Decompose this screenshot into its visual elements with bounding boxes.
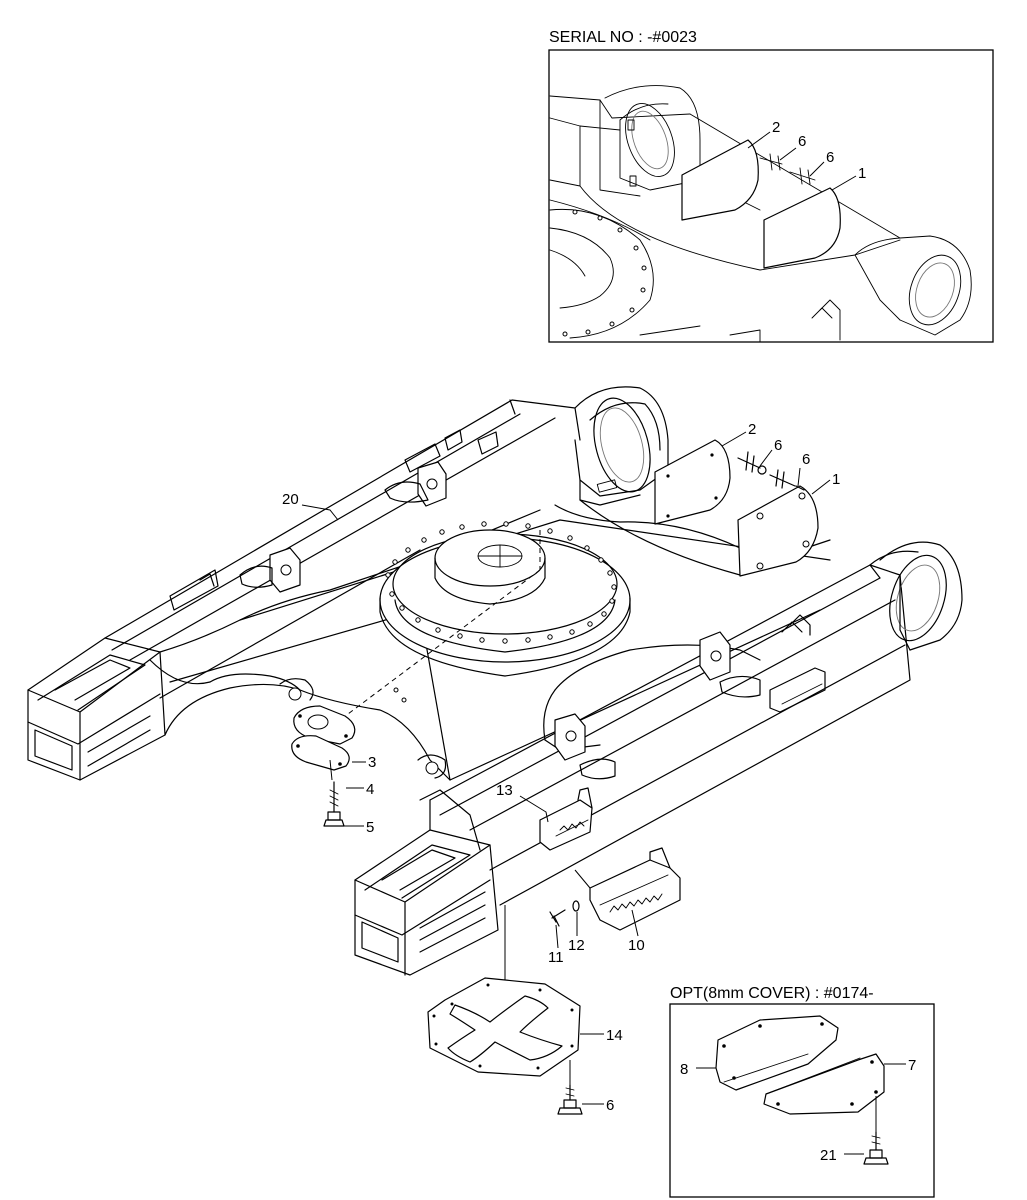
inset-option: OPT(8mm COVER) : #0174- 8	[669, 985, 935, 1198]
guard-teeth-13	[559, 821, 585, 831]
inset-callout-6a: 6	[798, 133, 806, 150]
inset-serial-frame	[548, 49, 994, 343]
inset-callout-7: 7	[908, 1057, 916, 1074]
inset-bearing-holes	[562, 209, 647, 337]
inset-cover-plate-1	[763, 187, 841, 269]
inset-option-heading: OPT(8mm COVER) : #0174-	[670, 985, 874, 1002]
inset-option-frame	[669, 1003, 935, 1198]
inset-option-callouts: 8 7 21	[680, 1057, 916, 1164]
track-frame-right	[354, 541, 963, 976]
inset-serial-drawing	[549, 85, 972, 343]
main-callouts: 20 2 6 6 1 3 4 5 13 11 12 10 14 6	[282, 421, 840, 1114]
track-guard-10	[574, 847, 681, 931]
callout-4: 4	[366, 781, 374, 798]
bolt-6a	[737, 451, 767, 475]
callout-6c: 6	[606, 1097, 614, 1114]
inset-serial: SERIAL NO : -#0023	[548, 29, 994, 343]
bolt-6c	[557, 1060, 583, 1115]
track-frame-left	[27, 386, 669, 781]
inset-callout-8: 8	[680, 1061, 688, 1078]
inset-bolt-6b	[789, 167, 816, 185]
callout-5: 5	[366, 819, 374, 836]
inset-serial-heading: SERIAL NO : -#0023	[549, 29, 697, 46]
callout-12: 12	[568, 937, 585, 954]
callout-13: 13	[496, 782, 513, 799]
inset-callout-6b: 6	[826, 149, 834, 166]
inset-callout-1: 1	[858, 165, 866, 182]
bolt-6b	[769, 469, 805, 491]
inset-bolt-6a	[759, 153, 783, 171]
main-frame-drawing	[27, 386, 963, 1115]
inset-callout-2: 2	[772, 119, 780, 136]
inset-cover-plate-2	[681, 139, 759, 221]
washer-12	[572, 900, 580, 912]
cover-plate-8	[715, 1015, 839, 1091]
callout-6a: 6	[774, 437, 782, 454]
cover-plate-7	[763, 1053, 885, 1115]
plate-3	[293, 705, 356, 745]
plate-4	[291, 735, 350, 771]
under-cover-14	[427, 905, 581, 1077]
swing-bearing	[319, 521, 631, 736]
callout-10: 10	[628, 937, 645, 954]
callout-6b: 6	[802, 451, 810, 468]
callout-20: 20	[282, 491, 299, 508]
cover-plate-1	[737, 485, 819, 577]
under-cover-holes	[432, 983, 574, 1070]
callout-11: 11	[548, 949, 564, 966]
callout-3: 3	[368, 754, 376, 771]
cover-plate-2	[654, 439, 731, 525]
bolt-11	[549, 909, 566, 927]
bearing-bolt-holes	[385, 521, 617, 644]
callout-14: 14	[606, 1027, 623, 1044]
inset-callout-21: 21	[820, 1147, 837, 1164]
callout-2: 2	[748, 421, 756, 438]
callout-1: 1	[832, 471, 840, 488]
bolt-21	[863, 1096, 889, 1165]
inset-serial-callouts: 2 6 6 1	[747, 119, 866, 191]
